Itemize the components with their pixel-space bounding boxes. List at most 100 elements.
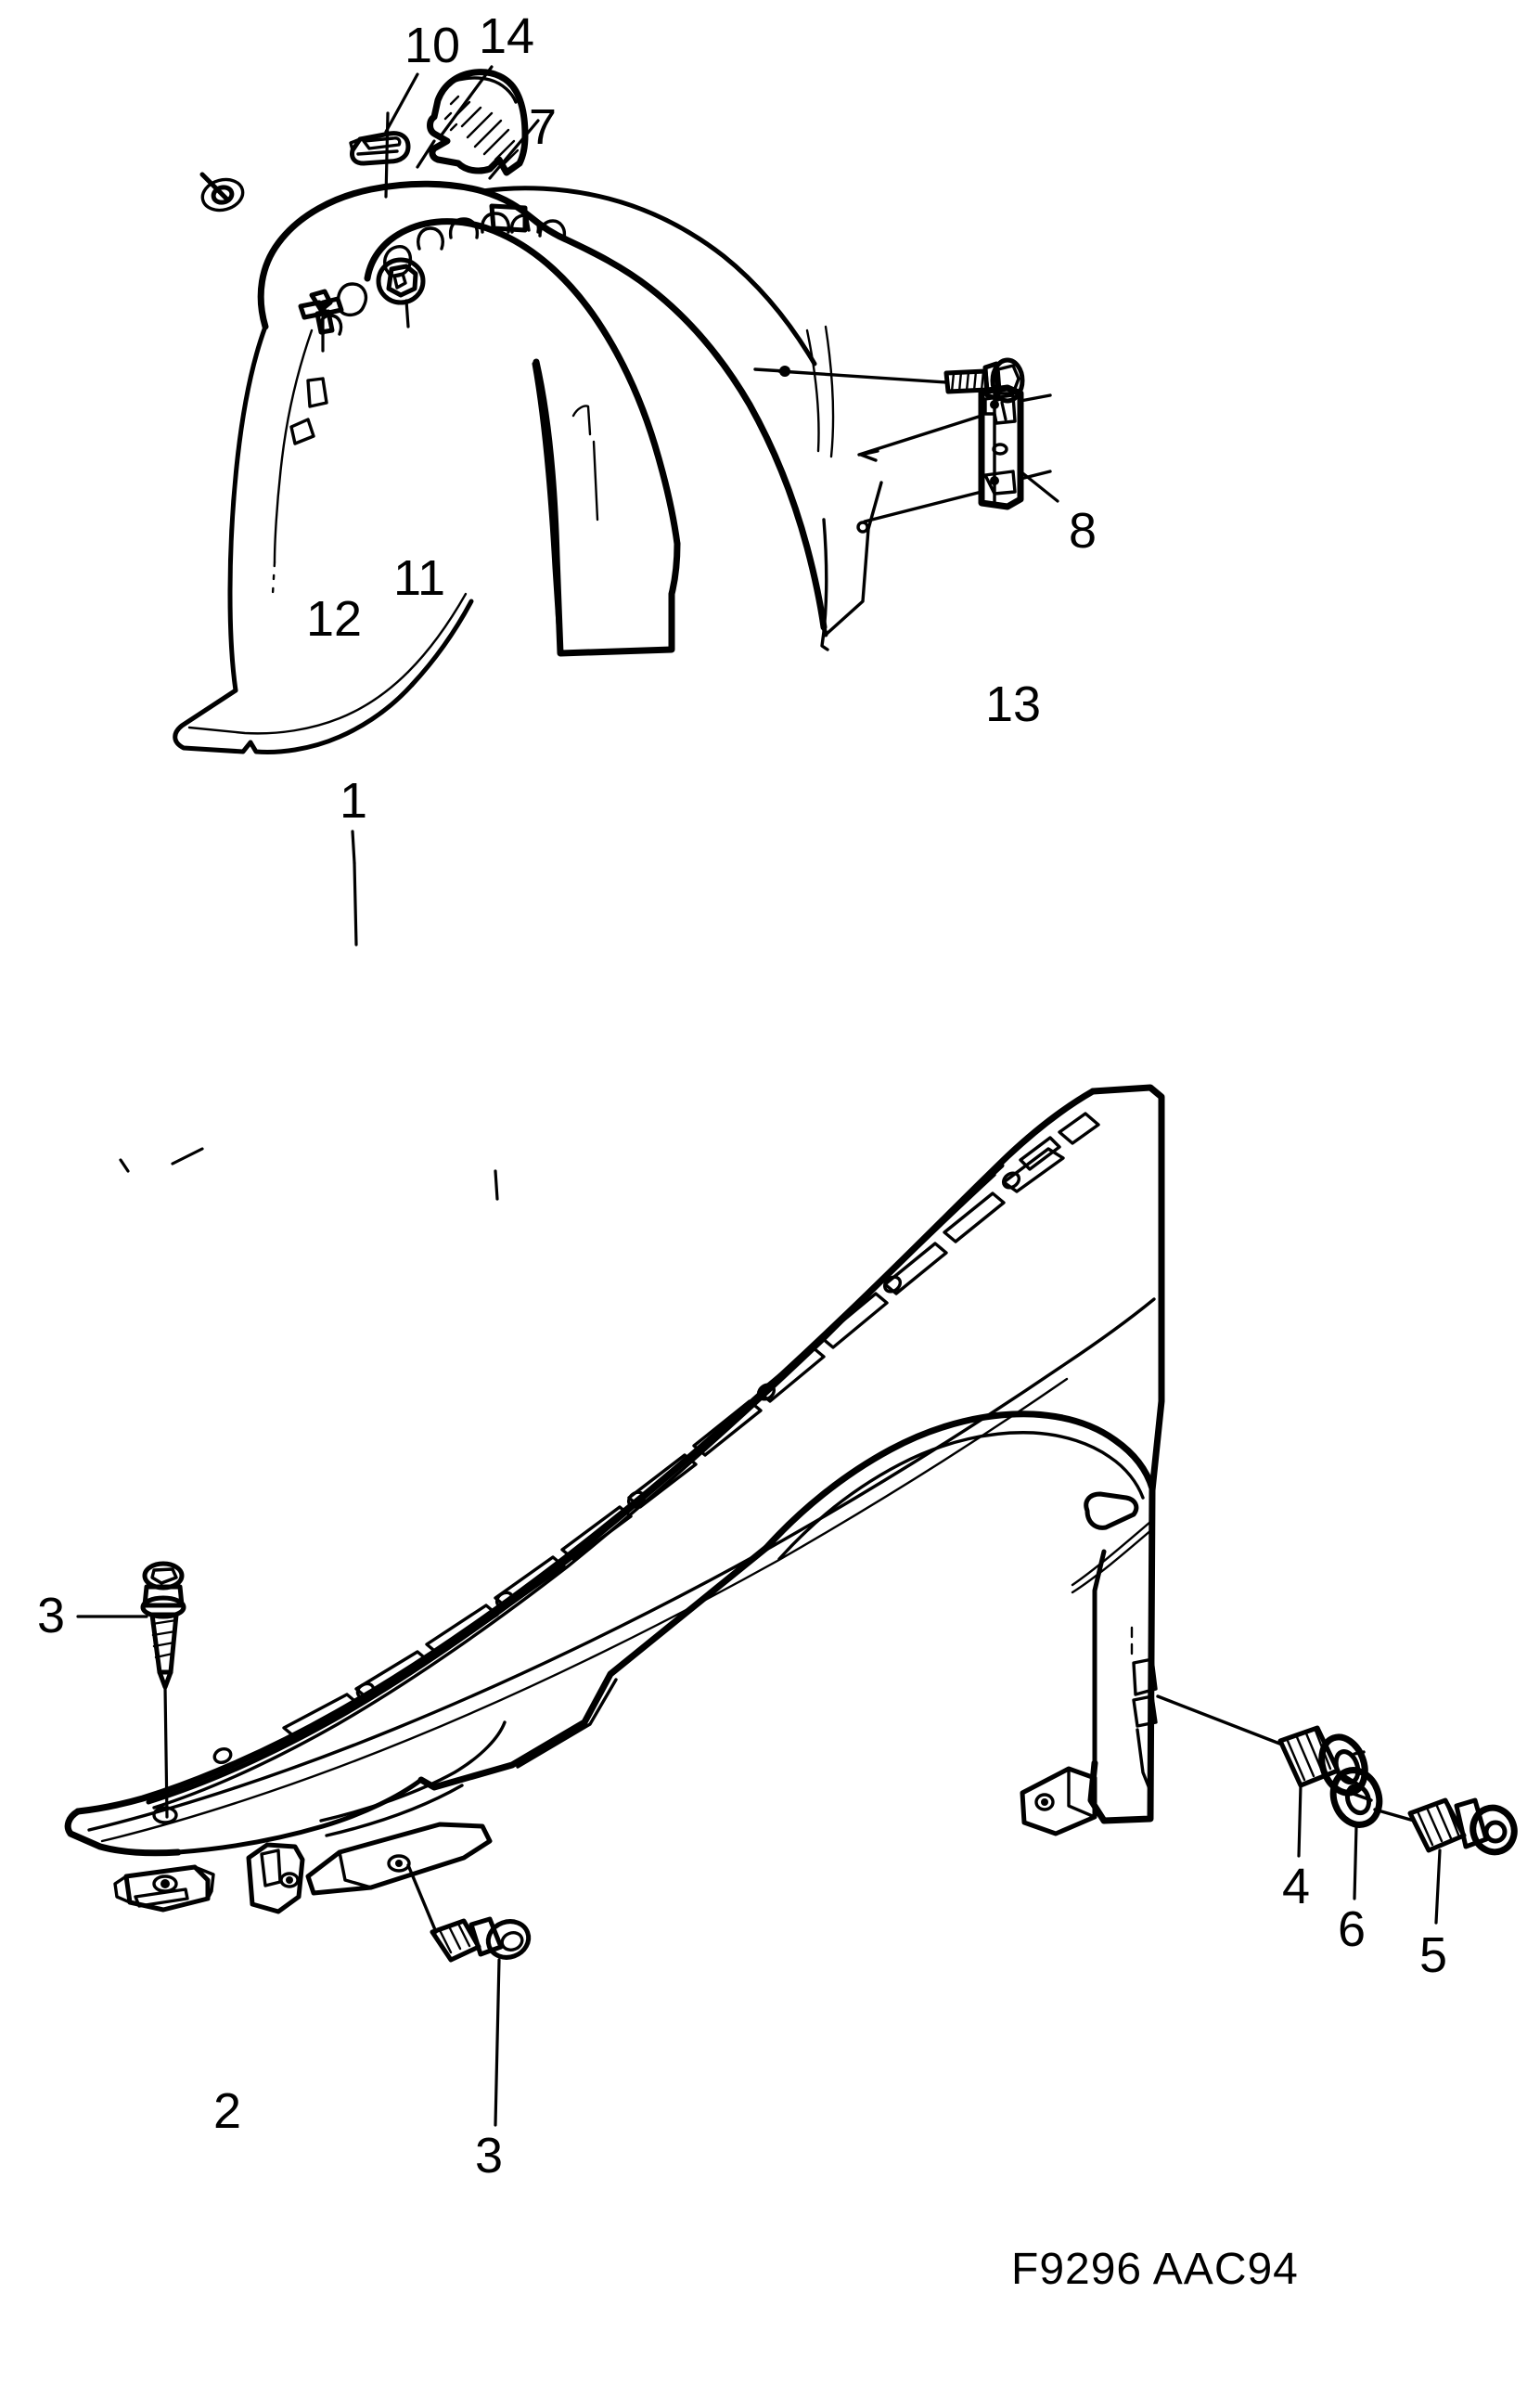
liner-bottom-skirt-inner bbox=[187, 670, 410, 735]
leader-5 bbox=[1434, 1849, 1442, 1925]
liner-right-flange bbox=[533, 358, 681, 657]
nut-bore bbox=[392, 272, 407, 290]
liner-outer-outline bbox=[257, 180, 828, 631]
bracket-bottom-notch bbox=[983, 470, 1017, 496]
fender-side-marker-crease bbox=[1071, 1520, 1152, 1587]
bracket-assembly-line-lower bbox=[863, 490, 983, 523]
part-8-mounting-bracket bbox=[857, 384, 1052, 523]
liner-right-lower-edge bbox=[820, 518, 829, 651]
grommet-bore-gap bbox=[1353, 1750, 1366, 1756]
washer-outer bbox=[1329, 1767, 1383, 1828]
screw3a-axis bbox=[163, 1685, 169, 1819]
callout-11: 11 bbox=[393, 550, 446, 606]
liner-hole-ring-inner bbox=[211, 185, 235, 205]
liner-serration-7 bbox=[337, 282, 368, 317]
wheel-arch-liner-group bbox=[173, 65, 1059, 754]
fender-rear-edge-flange bbox=[1092, 1549, 1107, 1766]
nut-flange bbox=[376, 257, 426, 305]
screw3a-threads bbox=[150, 1618, 178, 1659]
fender-front-sill bbox=[305, 1822, 493, 1896]
nutplate-front-lip bbox=[113, 1874, 132, 1904]
bolt-threads bbox=[950, 369, 985, 393]
screw3b-head bbox=[485, 1919, 532, 1960]
fender-rear-clip-slot-2 bbox=[1132, 1694, 1158, 1728]
screw3b-threads bbox=[438, 1922, 471, 1954]
fastener-shank bbox=[314, 309, 335, 335]
fender-lower-rear-crease bbox=[516, 1678, 618, 1769]
liner-serration-6 bbox=[538, 219, 567, 239]
liner-right-flange-crease bbox=[571, 405, 592, 436]
screw3b-head-inner bbox=[500, 1931, 524, 1952]
part-12-push-in-fastener bbox=[298, 289, 344, 335]
front-bracket-hole bbox=[279, 1872, 300, 1888]
part-10-retaining-clip bbox=[349, 131, 411, 166]
part-13-hex-flange-bolt bbox=[753, 357, 1025, 404]
leader-2 bbox=[119, 1158, 130, 1173]
leader-7 bbox=[488, 119, 540, 180]
bolt-lead-dot bbox=[779, 366, 790, 377]
fender-sill-hole-dot bbox=[395, 1860, 403, 1867]
fender-front-tip bbox=[64, 1808, 182, 1857]
part-3-screw-upper bbox=[140, 1561, 186, 1824]
liner-serration-2 bbox=[417, 226, 444, 251]
liner-serration-5 bbox=[509, 213, 541, 234]
clip-tip bbox=[349, 137, 362, 152]
liner-hole-tick bbox=[199, 172, 229, 201]
leader-14 bbox=[438, 65, 494, 139]
leader-10-vertical bbox=[384, 111, 390, 199]
fender-side-marker-opening bbox=[1084, 1491, 1139, 1530]
fender-rear-top-tab-2 bbox=[1019, 1136, 1061, 1171]
liner-lower-flange-edge bbox=[558, 648, 674, 655]
fender-wheel-arch-outer bbox=[763, 1411, 1156, 1552]
bracket-bottom-hole bbox=[990, 476, 999, 485]
grommet-flange bbox=[1318, 1733, 1368, 1797]
fender-rear-top-tab bbox=[1058, 1112, 1100, 1145]
leader-13 bbox=[1000, 401, 1007, 421]
front-fender-group bbox=[64, 830, 1518, 2127]
liner-left-edge bbox=[227, 324, 268, 693]
callout-4: 4 bbox=[1282, 1859, 1311, 1914]
screw5-collar bbox=[1454, 1797, 1489, 1849]
front-bracket-slot bbox=[260, 1849, 282, 1887]
callout-7: 7 bbox=[529, 99, 558, 155]
liner-skirt-ramp-inner bbox=[406, 592, 468, 674]
bracket-top-notch bbox=[983, 393, 1017, 425]
fender-upper-flange bbox=[146, 1163, 1005, 1805]
leader-10 bbox=[384, 72, 419, 134]
liner-serration-4 bbox=[480, 212, 511, 234]
screw5-drive bbox=[1483, 1820, 1508, 1844]
liner-right-outer-crease bbox=[824, 325, 835, 458]
liner-top-notch bbox=[489, 203, 528, 233]
leader-6 bbox=[1353, 1824, 1358, 1900]
liner-left-fold-dash bbox=[271, 560, 276, 596]
leader-1 bbox=[351, 830, 356, 865]
fender-arch-inner-lip bbox=[319, 1720, 507, 1823]
screw5-threads bbox=[1416, 1799, 1460, 1847]
rear-foot-plate bbox=[1020, 1766, 1097, 1836]
liner-bottom-skirt bbox=[173, 682, 415, 754]
callout-10: 10 bbox=[404, 18, 461, 73]
bolt-head bbox=[990, 357, 1025, 404]
liner-right-corner bbox=[824, 481, 883, 637]
bracket-locator-line-top bbox=[1019, 393, 1052, 403]
callout-5: 5 bbox=[1419, 1927, 1448, 1983]
fender-side-marker-crease-2 bbox=[1071, 1527, 1154, 1594]
part-5-flange-screw bbox=[1407, 1797, 1518, 1856]
rear-foot-hole-dot bbox=[1041, 1798, 1048, 1806]
fender-character-line bbox=[87, 1297, 1156, 1832]
bracket-locator-line-bottom bbox=[1019, 470, 1052, 481]
bolt-head-facet bbox=[996, 364, 1020, 395]
rear-foot-hole bbox=[1034, 1793, 1055, 1811]
pad-top-lip bbox=[443, 76, 518, 104]
front-bracket-outline bbox=[246, 1842, 305, 1914]
leader-8 bbox=[1019, 470, 1059, 503]
fender-sill-hole bbox=[387, 1854, 411, 1873]
callout-3-lower: 3 bbox=[475, 2128, 504, 2183]
fender-outer-outline bbox=[1087, 1084, 1165, 1824]
liner-left-fold bbox=[273, 328, 314, 564]
leader-1-long bbox=[353, 861, 358, 947]
nut-hex-body bbox=[386, 264, 418, 298]
fender-arch-inner-lip-2 bbox=[325, 1784, 464, 1837]
callout-6: 6 bbox=[1338, 1901, 1367, 1957]
front-bracket-hole-dot bbox=[286, 1876, 293, 1884]
